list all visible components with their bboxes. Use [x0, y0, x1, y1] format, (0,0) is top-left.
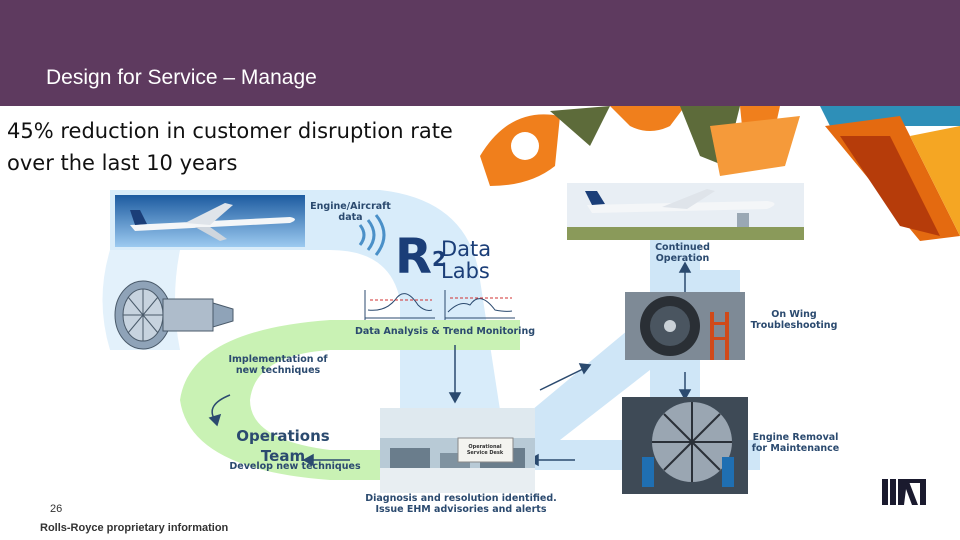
- diagnosis-label: Diagnosis and resolution identified. Iss…: [365, 493, 557, 515]
- continued-operation-image: [567, 183, 804, 240]
- header-bar: Design for Service – Manage: [0, 0, 960, 106]
- engine-removal-image: [622, 397, 748, 494]
- develop-label: Develop new techniques: [229, 461, 361, 472]
- page-number: 26: [50, 503, 63, 515]
- trend-graphs: [364, 290, 515, 320]
- implementation-label: Implementation of new techniques: [228, 354, 328, 376]
- r2-logo-text: Data Labs: [441, 237, 492, 283]
- olive-shape: [550, 106, 610, 146]
- continued-operation-label: Continued Operation: [655, 242, 710, 264]
- service-desk-image: [380, 408, 535, 493]
- r2-logo-mark: R2: [395, 229, 446, 285]
- operations-team-label: Operations Team: [236, 427, 330, 465]
- engine-data-label: Engine/Aircraft data: [310, 201, 391, 223]
- engine-image: [114, 280, 234, 350]
- aircraft-image: [115, 195, 305, 247]
- decorative-shapes: [470, 106, 960, 246]
- rolls-royce-logo: [882, 479, 926, 505]
- service-desk-sign: Operational Service Desk: [466, 444, 504, 456]
- headline: 45% reduction in customer disruption rat…: [7, 119, 453, 175]
- direction-arrows: [208, 261, 692, 467]
- green-loop-arrow: [180, 320, 520, 480]
- on-wing-image: [625, 292, 745, 360]
- footer-text: Rolls-Royce proprietary information: [40, 522, 229, 534]
- engine-removal-label: Engine Removal for Maintenance: [751, 432, 840, 454]
- on-wing-label: On Wing Troubleshooting: [750, 309, 838, 331]
- analysis-label: Data Analysis & Trend Monitoring: [355, 326, 536, 337]
- signal-icon: [358, 214, 386, 256]
- slide-title: Design for Service – Manage: [46, 66, 317, 89]
